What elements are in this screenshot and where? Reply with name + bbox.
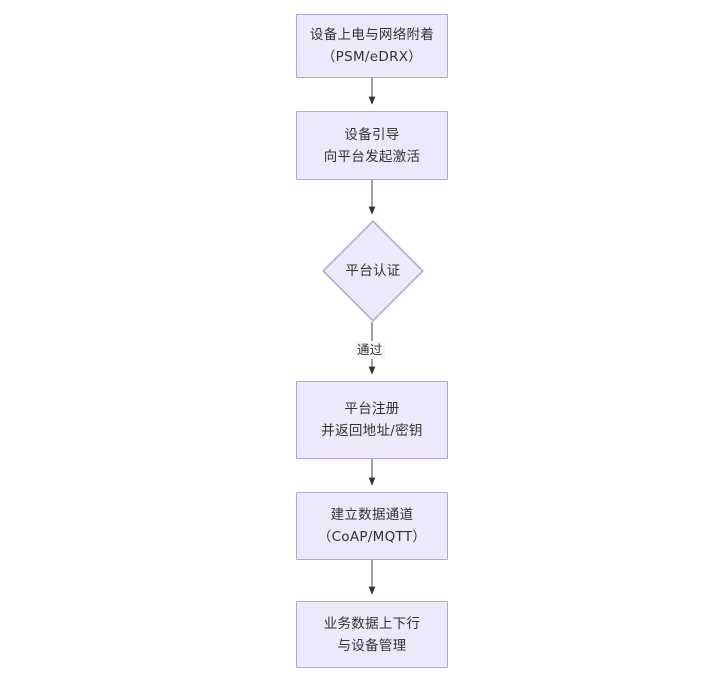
node-device-power-on[interactable]: 设备上电与网络附着 （PSM/eDRX） bbox=[296, 14, 448, 78]
node-platform-registration[interactable]: 平台注册 并返回地址/密钥 bbox=[296, 381, 448, 459]
node-label: 平台注册 并返回地址/密钥 bbox=[321, 401, 423, 439]
node-platform-authentication[interactable]: 平台认证 bbox=[322, 220, 424, 322]
node-label: 建立数据通道 （CoAP/MQTT） bbox=[317, 507, 427, 545]
diamond-shape bbox=[322, 220, 424, 322]
node-establish-data-channel[interactable]: 建立数据通道 （CoAP/MQTT） bbox=[296, 492, 448, 560]
node-label: 业务数据上下行 与设备管理 bbox=[323, 615, 421, 654]
node-label: 设备引导 向平台发起激活 bbox=[323, 126, 421, 165]
node-label: 平台认证 bbox=[345, 263, 401, 279]
edge-label-pass: 通过 bbox=[355, 341, 385, 359]
node-label: 设备上电与网络附着 （PSM/eDRX） bbox=[309, 27, 435, 65]
node-business-data-and-management[interactable]: 业务数据上下行 与设备管理 bbox=[296, 601, 448, 668]
node-device-bootstrap[interactable]: 设备引导 向平台发起激活 bbox=[296, 111, 448, 180]
